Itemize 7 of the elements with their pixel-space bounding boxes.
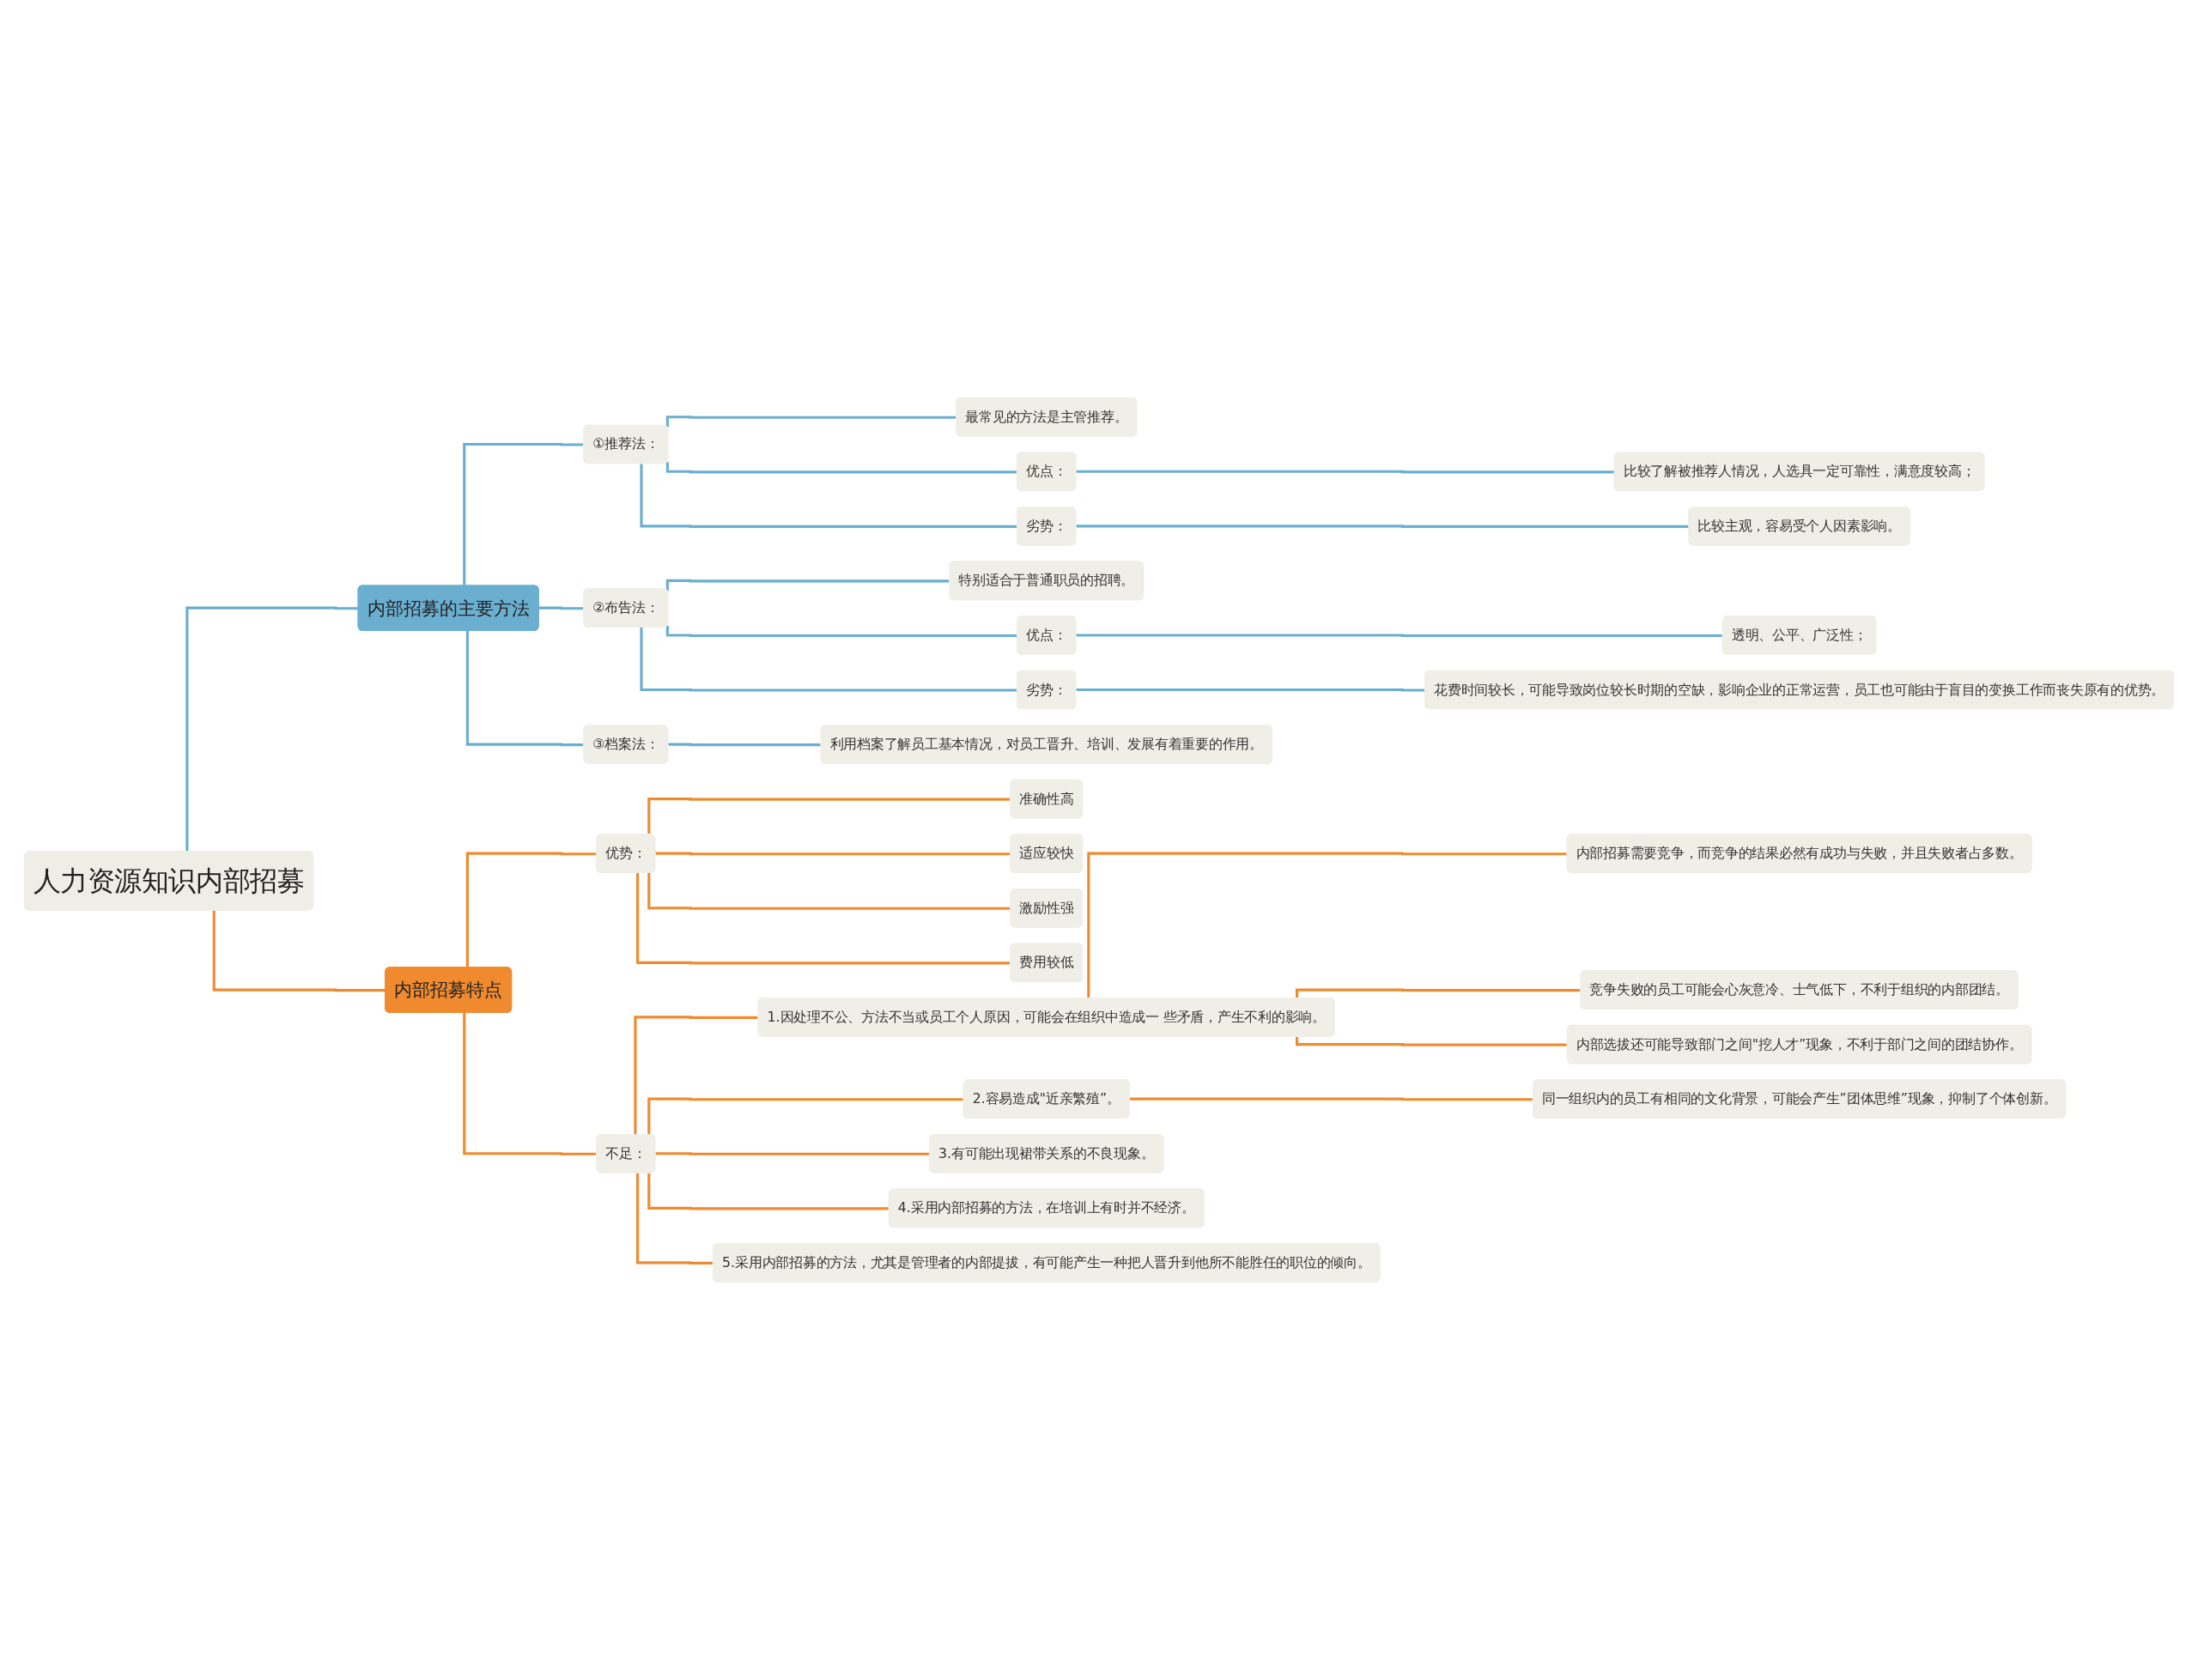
connector [1295,1036,1568,1046]
connector [636,1173,713,1265]
connector [634,1016,759,1136]
connector [1087,852,1568,999]
connector [185,606,359,852]
connector [647,1097,964,1136]
connector [647,1173,890,1210]
